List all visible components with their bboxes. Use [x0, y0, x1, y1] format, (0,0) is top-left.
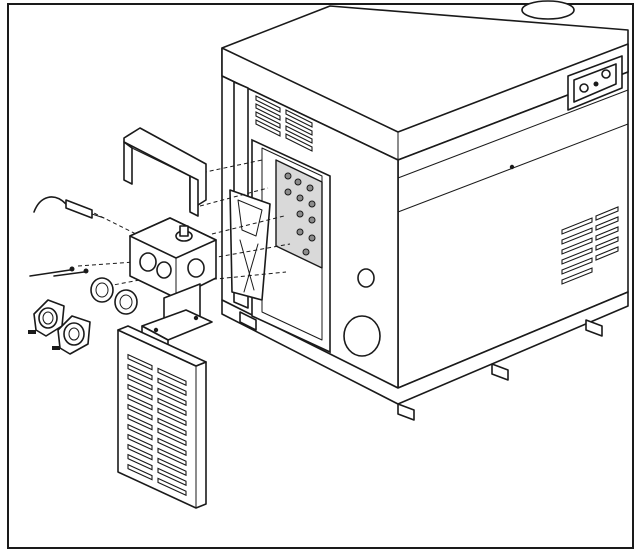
control-panel	[567, 55, 623, 111]
diagram-border	[7, 3, 634, 549]
panel-slot	[127, 413, 153, 431]
panel-slot	[157, 447, 187, 467]
panel-slot	[157, 467, 187, 487]
panel-slot	[127, 423, 153, 441]
panel-slot	[127, 433, 153, 451]
mounting-bracket	[229, 189, 271, 301]
gaskets	[90, 277, 138, 315]
small-pipe-opening	[357, 268, 375, 288]
panel-slot	[127, 393, 153, 411]
igniter-sensor	[33, 196, 105, 219]
panel-slot	[127, 403, 153, 421]
panel-slot	[157, 457, 187, 477]
panel-slot	[157, 387, 187, 407]
panel-slot	[127, 383, 153, 401]
panel-slot	[157, 397, 187, 417]
panel-slot	[127, 373, 153, 391]
panel-slot	[127, 463, 153, 481]
panel-slot	[127, 453, 153, 471]
cabinet-base-rail	[221, 291, 629, 405]
pipe-flanges	[28, 299, 91, 355]
flange-lower	[52, 315, 91, 355]
fasteners	[29, 266, 89, 277]
panel-slot	[127, 443, 153, 461]
flange-upper	[28, 299, 65, 337]
vent-collar	[521, 0, 575, 20]
panel-slot	[157, 377, 187, 397]
burner-tray-cover	[123, 127, 207, 217]
access-panel-slots	[127, 353, 187, 497]
panel-slot	[157, 367, 187, 387]
large-pipe-opening	[343, 315, 381, 357]
side-louvers	[561, 206, 619, 285]
panel-slot	[157, 437, 187, 457]
boiler-cabinet	[221, 0, 629, 421]
upper-louvers	[255, 95, 313, 152]
panel-slot	[157, 417, 187, 437]
assembly-guide-lines	[77, 159, 291, 287]
front-access-panel	[117, 325, 207, 509]
panel-slot	[157, 427, 187, 447]
gas-valve-assembly	[129, 217, 217, 349]
panel-slot	[127, 353, 153, 371]
panel-slot	[127, 363, 153, 381]
heat-exchanger	[275, 159, 323, 269]
panel-slot	[157, 477, 187, 497]
panel-slot	[157, 407, 187, 427]
